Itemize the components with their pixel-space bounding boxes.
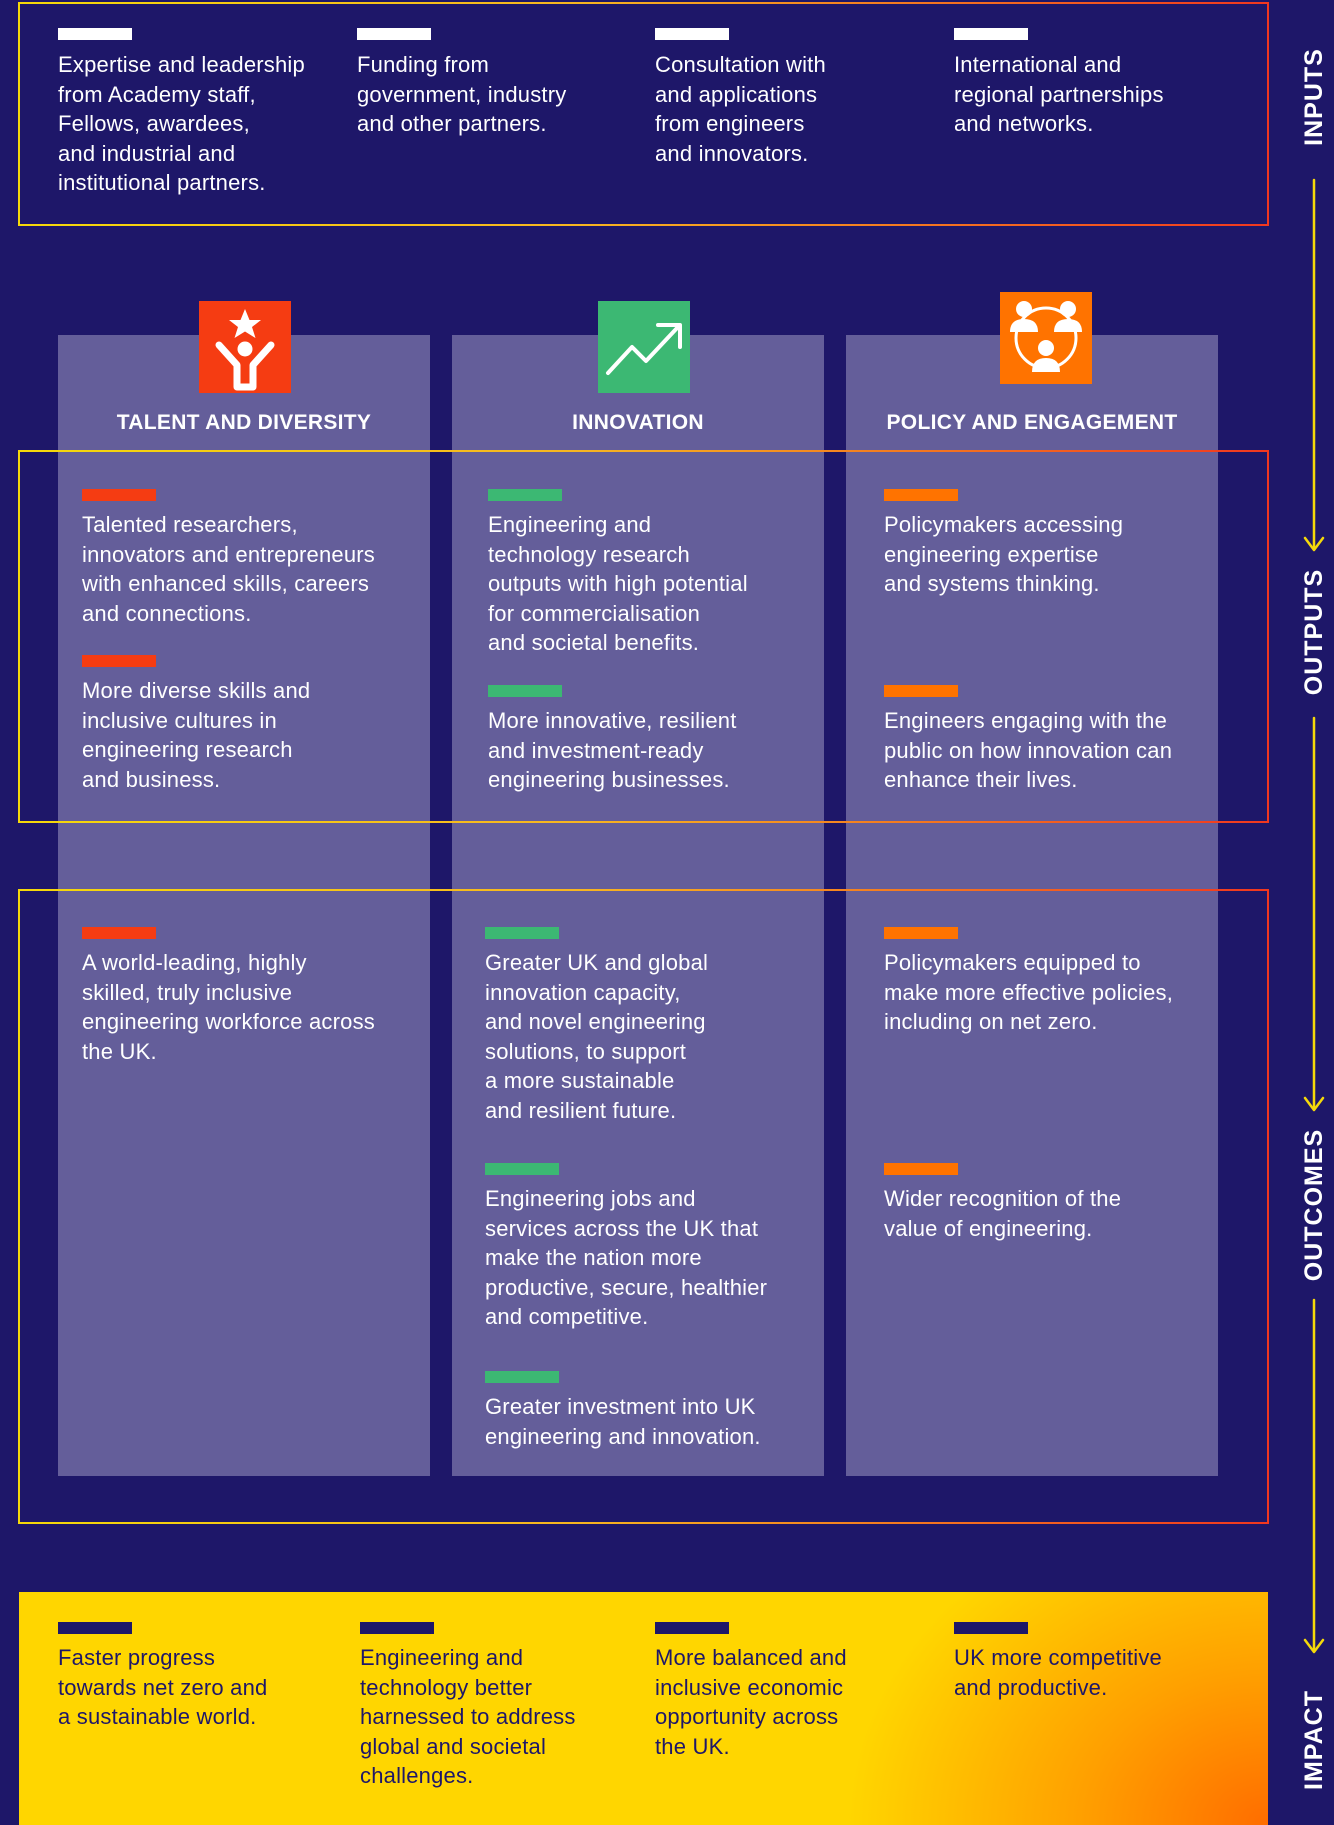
impact-marker	[655, 1622, 729, 1634]
outcome-marker	[485, 1163, 559, 1175]
stage-label-inputs: INPUTS	[1300, 48, 1328, 146]
output-marker	[884, 489, 958, 501]
output-text: Engineering and technology research outp…	[488, 512, 748, 655]
outcome-marker	[884, 1163, 958, 1175]
output-text: More diverse skills and inclusive cultur…	[82, 678, 311, 792]
input-marker	[58, 28, 132, 40]
impact-text: Engineering and technology better harnes…	[360, 1645, 576, 1788]
stage-label-outputs: OUTPUTS	[1300, 568, 1328, 696]
output-marker	[82, 655, 156, 667]
outcome-marker	[485, 1371, 559, 1383]
output-marker	[884, 685, 958, 697]
outcome-marker	[884, 927, 958, 939]
output-marker	[488, 489, 562, 501]
trend-up-icon	[598, 301, 690, 393]
column-title-talent: TALENT AND DIVERSITY	[116, 411, 372, 434]
output-text: More innovative, resilient and investmen…	[488, 708, 737, 792]
person-star-icon	[199, 301, 291, 393]
impact-marker	[58, 1622, 132, 1634]
input-marker	[357, 28, 431, 40]
input-text: Expertise and leadership from Academy st…	[58, 52, 305, 195]
column-title-policy: POLICY AND ENGAGEMENT	[886, 411, 1178, 434]
input-text: Consultation with and applications from …	[655, 52, 826, 166]
outcome-text: Greater investment into UK engineering a…	[485, 1394, 761, 1449]
input-marker	[954, 28, 1028, 40]
stage-flow-line	[1303, 178, 1325, 1654]
impact-text: More balanced and inclusive economic opp…	[655, 1645, 847, 1759]
output-marker	[82, 489, 156, 501]
impact-section: Faster progress towards net zero and a s…	[19, 1592, 1268, 1825]
outcome-marker	[82, 927, 156, 939]
impact-marker	[360, 1622, 434, 1634]
input-text: Funding from government, industry and ot…	[357, 52, 567, 136]
outcome-text: Engineering jobs and services across the…	[485, 1186, 768, 1329]
input-text: International and regional partnerships …	[954, 52, 1164, 136]
outcome-marker	[485, 927, 559, 939]
impact-marker	[954, 1622, 1028, 1634]
output-text: Talented researchers, innovators and ent…	[82, 512, 376, 626]
outcome-text: A world-leading, highly skilled, truly i…	[82, 950, 375, 1064]
stage-label-outcomes: OUTCOMES	[1300, 1128, 1328, 1282]
column-title-innovation: INNOVATION	[572, 411, 704, 434]
stage-label-impact: IMPACT	[1300, 1690, 1328, 1790]
output-text: Policymakers accessing engineering exper…	[884, 512, 1124, 596]
impact-text: UK more competitive and productive.	[954, 1645, 1162, 1700]
input-marker	[655, 28, 729, 40]
outcome-text: Greater UK and global innovation capacit…	[485, 950, 709, 1123]
outcome-text: Policymakers equipped to make more effec…	[884, 950, 1174, 1034]
people-network-icon	[1000, 292, 1092, 384]
output-marker	[488, 685, 562, 697]
impact-text: Faster progress towards net zero and a s…	[58, 1645, 268, 1729]
outcome-text: Wider recognition of the value of engine…	[884, 1186, 1122, 1241]
output-text: Engineers engaging with the public on ho…	[884, 708, 1173, 792]
